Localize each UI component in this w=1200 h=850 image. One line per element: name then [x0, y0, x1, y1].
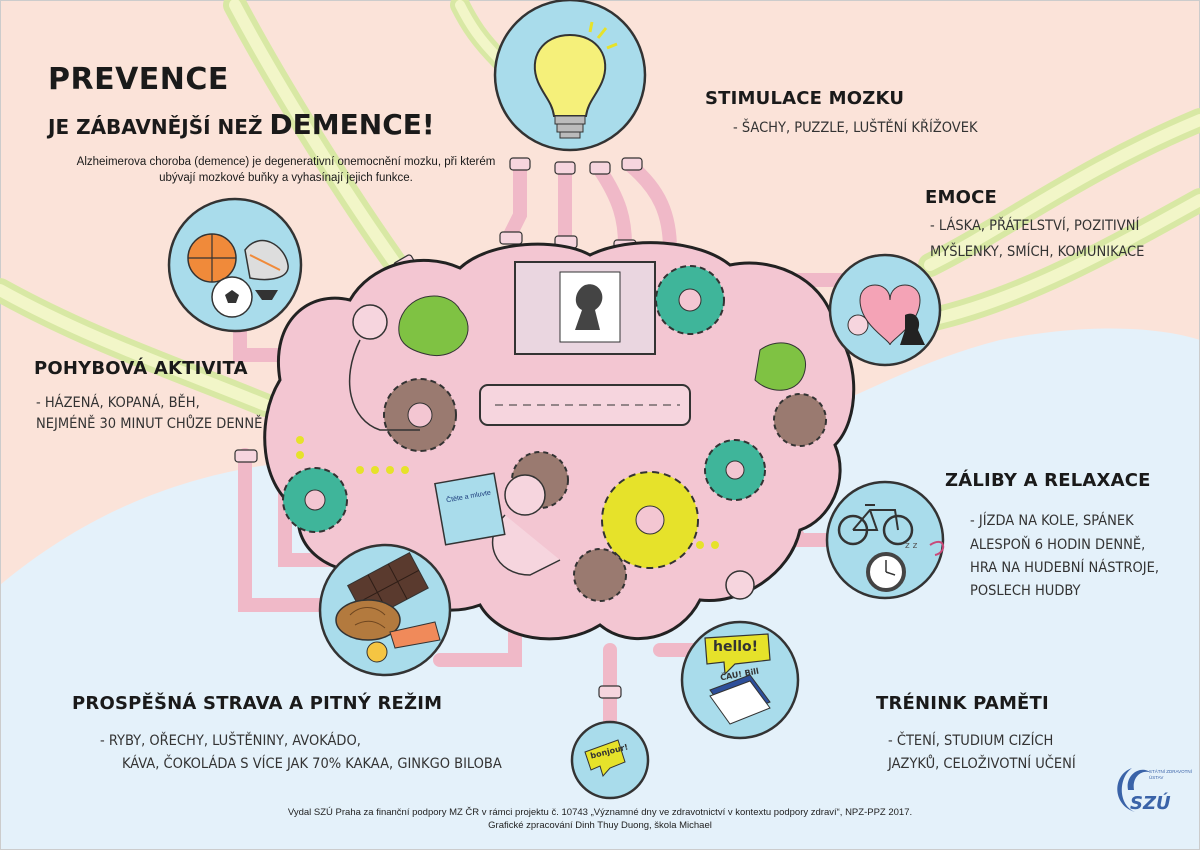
zaliby-line-1: - JÍZDA NA KOLE, SPÁNEK: [970, 513, 1134, 529]
emotion-bubble: [828, 253, 942, 367]
trenink-line-2: JAZYKŮ, CELOŽIVOTNÍ UČENÍ: [888, 756, 1076, 772]
emoce-heading: EMOCE: [925, 187, 998, 208]
intro-text: Alzheimerova choroba (demence) je degene…: [76, 156, 496, 184]
subtitle-small: JE ZÁBAVNĚJŠÍ NEŽ: [48, 115, 263, 139]
poster-subtitle: JE ZÁBAVNĚJŠÍ NEŽ DEMENCE!: [48, 108, 435, 141]
szu-logo-mark: [1117, 768, 1150, 812]
language-bubble: [680, 620, 800, 740]
logo-subtitle: STÁTNÍ ZDRAVOTNÍ ÚSTAV: [1149, 769, 1192, 780]
hello-bubble-text: hello!: [713, 639, 759, 655]
trenink-heading: TRÉNINK PAMĚTI: [876, 693, 1049, 714]
emoce-line-2: MYŠLENKY, SMÍCH, KOMUNIKACE: [930, 244, 1145, 260]
relax-bubble: z z: [825, 480, 945, 600]
stimulace-heading: STIMULACE MOZKU: [705, 88, 905, 109]
stimulace-body: - ŠACHY, PUZZLE, LUŠTĚNÍ KŘÍŽOVEK: [733, 120, 978, 136]
poster-title: PREVENCE: [48, 62, 229, 97]
strava-heading: PROSPĚŠNÁ STRAVA A PITNÝ REŽIM: [72, 693, 443, 714]
strava-line-1: - RYBY, OŘECHY, LUŠTĚNINY, AVOKÁDO,: [100, 733, 361, 749]
svg-text:z z: z z: [905, 541, 918, 551]
brain-gears: [282, 261, 827, 602]
zaliby-line-2: ALESPOŇ 6 HODIN DENNĚ,: [970, 537, 1146, 553]
sport-bubble: [167, 197, 303, 333]
food-bubble: [318, 543, 452, 677]
flask-bubble: [570, 720, 650, 800]
book-panel: [434, 472, 506, 546]
footer: Vydal SZÚ Praha za finanční podpory MZ Č…: [230, 806, 970, 832]
pohyb-heading: POHYBOVÁ AKTIVITA: [34, 358, 248, 379]
trenink-line-1: - ČTENÍ, STUDIUM CIZÍCH: [888, 733, 1054, 749]
zaliby-line-3: HRA NA HUDEBNÍ NÁSTROJE,: [970, 560, 1159, 576]
pohyb-line-2: NEJMÉNĚ 30 MINUT CHŮZE DENNĚ: [36, 416, 263, 432]
zaliby-heading: ZÁLIBY A RELAXACE: [945, 470, 1151, 491]
emoce-line-1: - LÁSKA, PŘÁTELSTVÍ, POZITIVNÍ: [930, 218, 1140, 234]
subtitle-big: DEMENCE!: [269, 108, 435, 141]
footer-line-1: Vydal SZÚ Praha za finanční podpory MZ Č…: [287, 807, 913, 818]
logo-text: SZÚ: [1130, 793, 1171, 814]
strava-line-2: KÁVA, ČOKOLÁDA S VÍCE JAK 70% KAKAA, GIN…: [122, 756, 502, 772]
zaliby-line-4: POSLECH HUDBY: [970, 583, 1081, 599]
background-tubes: [0, 0, 1200, 417]
pohyb-line-1: - HÁZENÁ, KOPANÁ, BĚH,: [36, 395, 200, 411]
footer-line-2: Grafické zpracování Dinh Thuy Duong, ško…: [488, 820, 712, 831]
bulb-bubble: [493, 0, 647, 152]
